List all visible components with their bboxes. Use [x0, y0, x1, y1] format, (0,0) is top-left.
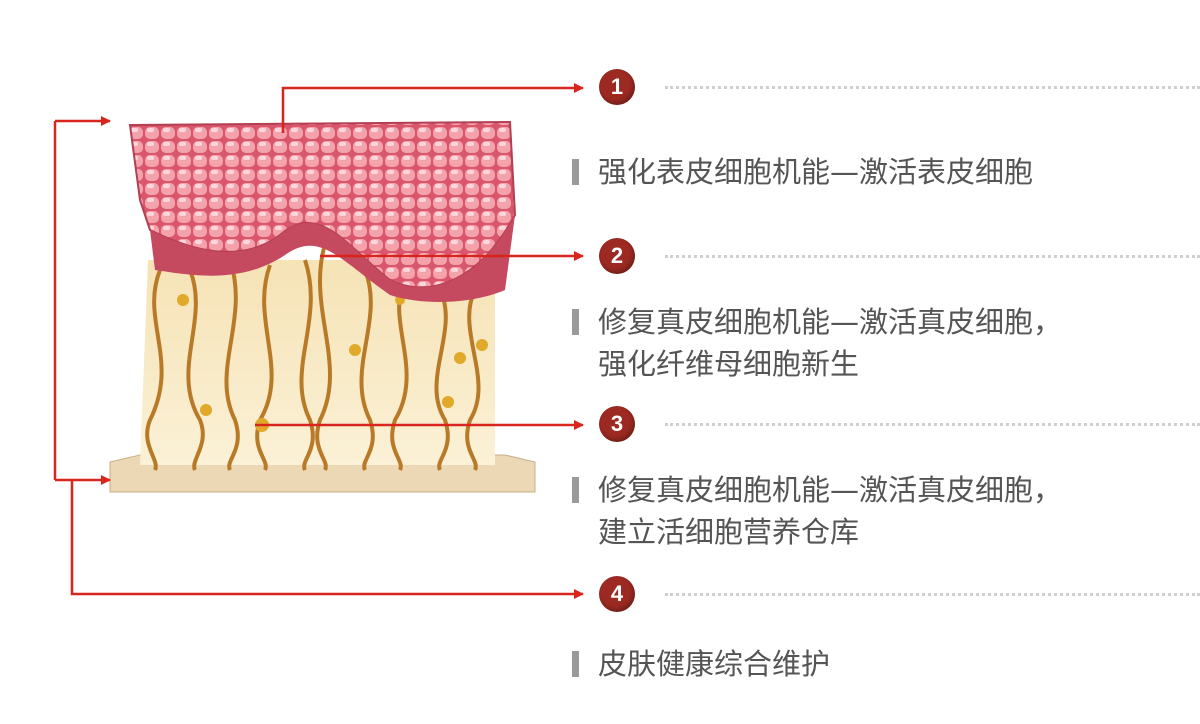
- arrow-1: [281, 83, 584, 133]
- badge-4: 4: [599, 576, 635, 612]
- description-4: 皮肤健康综合维护: [572, 643, 830, 685]
- badge-2: 2: [599, 238, 635, 274]
- dotted-divider: [665, 86, 1200, 89]
- bullet-bar: [572, 309, 579, 335]
- dermis-layer: [140, 229, 495, 471]
- epidermis-layer: [128, 120, 517, 302]
- badge-3: 3: [599, 406, 635, 442]
- dotted-divider: [665, 593, 1200, 596]
- bullet-bar: [572, 477, 579, 503]
- bullet-bar: [572, 651, 579, 677]
- description-2: 修复真皮细胞机能—激活真皮细胞， 强化纤维母细胞新生: [572, 301, 1062, 385]
- description-1: 强化表皮细胞机能—激活表皮细胞: [572, 151, 1033, 193]
- badge-1: 1: [599, 69, 635, 105]
- dotted-divider: [665, 423, 1200, 426]
- dotted-divider: [665, 255, 1200, 258]
- description-3: 修复真皮细胞机能—激活真皮细胞， 建立活细胞营养仓库: [572, 469, 1062, 553]
- bullet-bar: [572, 159, 579, 185]
- arrow-4: [70, 480, 584, 599]
- connector-arrows: [53, 83, 584, 599]
